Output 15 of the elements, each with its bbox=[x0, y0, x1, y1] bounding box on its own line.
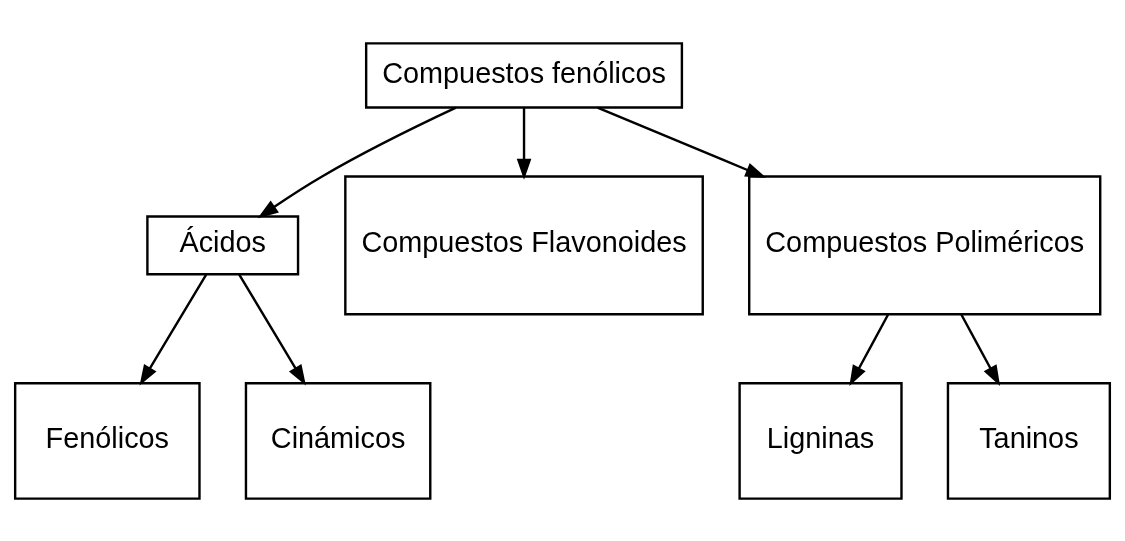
arrow bbox=[257, 106, 457, 218]
node-box: Compuestos Poliméricos bbox=[748, 174, 1102, 315]
arrow bbox=[139, 273, 208, 386]
node-box: Ligninas bbox=[738, 381, 903, 500]
arrow bbox=[238, 273, 306, 386]
node-box: Compuestos fenólicos bbox=[364, 41, 684, 109]
node-box: Fenólicos bbox=[13, 381, 201, 500]
arrow bbox=[849, 313, 890, 386]
arrow bbox=[597, 106, 767, 178]
arrow bbox=[960, 313, 1001, 386]
node-box: Ácidos bbox=[146, 214, 300, 275]
node-box: Taninos bbox=[946, 381, 1112, 500]
node-box: Compuestos Flavonoides bbox=[344, 174, 704, 315]
arrow bbox=[516, 107, 532, 180]
node-box: Cinámicos bbox=[244, 381, 432, 500]
